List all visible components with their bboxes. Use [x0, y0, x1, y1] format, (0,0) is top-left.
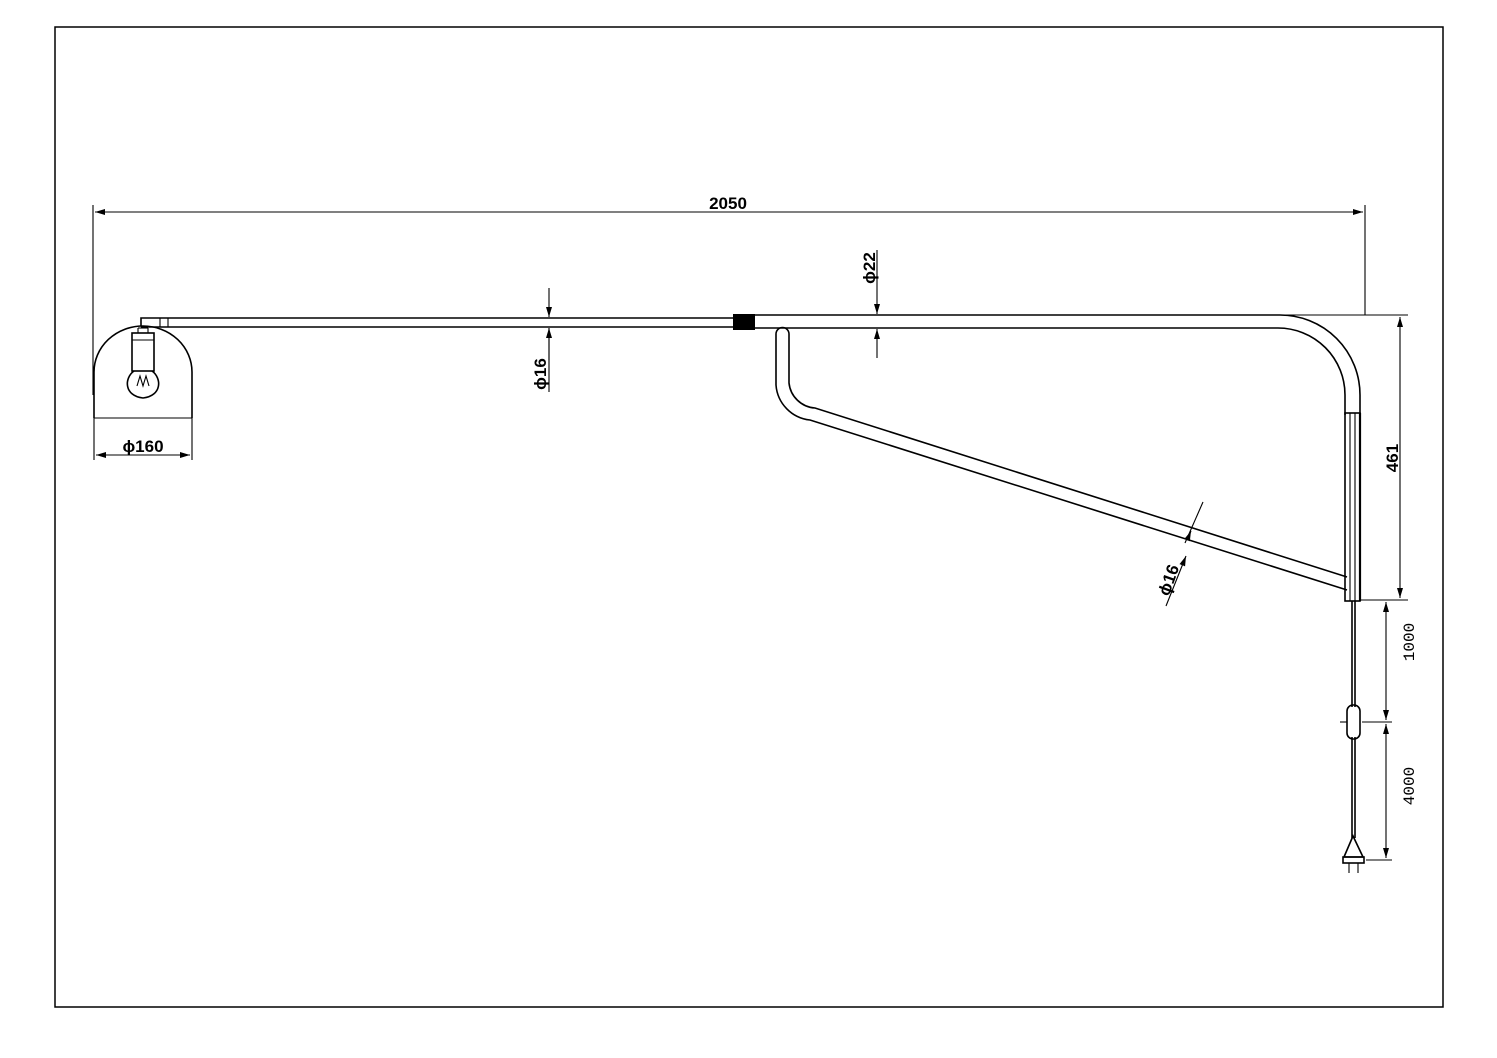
dimension-diffuser-diameter-label: ϕ160	[122, 437, 163, 456]
dimension-diffuser-diameter: ϕ160	[93, 418, 193, 460]
inline-switch	[1340, 704, 1361, 740]
dimension-total-length: 2050	[92, 194, 1366, 395]
dimension-main-tube-diameter-label: ϕ22	[860, 252, 879, 284]
bulb-socket	[131, 327, 155, 372]
wall-bracket	[1344, 412, 1362, 602]
dimension-brace-diameter-label: ϕ16	[1154, 562, 1183, 598]
dimension-arm-diameter: ϕ16	[531, 288, 552, 392]
lamp-arm	[140, 317, 735, 328]
dimension-bracket-height-label: 461	[1383, 444, 1402, 472]
dimension-cord-to-switch-label: 1000	[1401, 623, 1419, 661]
dimension-cord-lengths: 1000 4000	[1360, 599, 1419, 861]
lamp-shade	[93, 325, 193, 419]
dimension-arm-diameter-label: ϕ16	[531, 358, 550, 390]
dimension-switch-to-plug-label: 4000	[1401, 767, 1419, 805]
arm-joint	[733, 314, 755, 330]
dimension-main-tube-diameter: ϕ22	[860, 250, 880, 358]
power-plug-icon	[1342, 834, 1365, 873]
light-bulb-icon	[126, 370, 160, 399]
power-cord	[1351, 601, 1356, 838]
dimension-total-length-label: 2050	[709, 194, 747, 213]
brace-tube	[775, 326, 1348, 591]
drawing-frame	[54, 26, 1444, 1008]
main-tube	[755, 314, 1361, 415]
dimension-bracket-height: 461	[1282, 314, 1408, 601]
